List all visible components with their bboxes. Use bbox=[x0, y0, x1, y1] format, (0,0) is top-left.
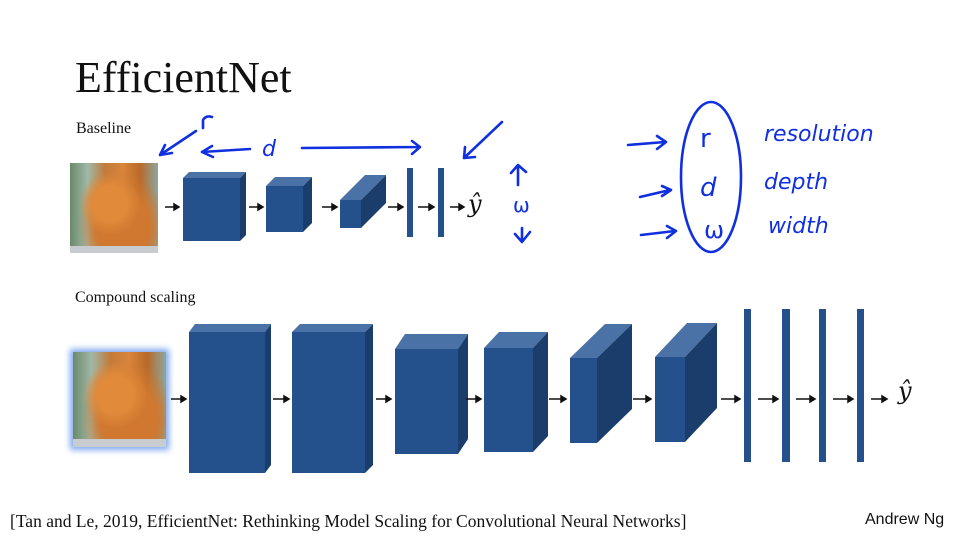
baseline-block-2-side bbox=[303, 177, 312, 232]
baseline-fc-1 bbox=[407, 168, 413, 237]
compound-block-5-side bbox=[597, 324, 632, 443]
slide-title: EfficientNet bbox=[75, 53, 292, 102]
compound-arrow-9-head bbox=[809, 394, 817, 404]
compound-arrow-6-head bbox=[645, 394, 653, 404]
compound-arrow-4-head bbox=[475, 394, 483, 404]
baseline-arrow-3-head bbox=[331, 202, 339, 212]
cat-image-compound bbox=[73, 352, 166, 447]
handwritten-annotations bbox=[158, 100, 743, 254]
compound-scaling-label: Compound scaling bbox=[75, 289, 196, 306]
compound-block-6-top bbox=[655, 323, 717, 357]
compound-fc-3 bbox=[819, 309, 826, 462]
baseline-block-2-top bbox=[266, 177, 312, 186]
compound-block-3-front bbox=[395, 349, 458, 454]
width-label: width bbox=[768, 214, 829, 239]
compound-block-2-side bbox=[365, 324, 373, 473]
arrow-to-input bbox=[158, 129, 198, 157]
citation: [Tan and Le, 2019, EfficientNet: Rethink… bbox=[10, 511, 687, 531]
arrow-r bbox=[626, 134, 668, 151]
baseline-block-3-side bbox=[361, 175, 386, 228]
compound-block-5-front bbox=[570, 358, 597, 443]
compound-fc-2 bbox=[782, 309, 790, 462]
compound-block-5-top bbox=[570, 324, 632, 358]
compound-block-3-top bbox=[395, 334, 468, 349]
width-arrow-down bbox=[513, 226, 532, 244]
compound-block-4-front bbox=[484, 348, 533, 452]
baseline-block-2-front bbox=[266, 186, 303, 232]
depth-arrow-right bbox=[300, 139, 422, 156]
d-symbol: d bbox=[700, 173, 717, 203]
handwritten-labels: d ω r d ω resolution depth width bbox=[262, 122, 874, 244]
arrow-d bbox=[638, 184, 673, 199]
baseline-arrow-5-head bbox=[428, 202, 436, 212]
baseline-block-1-top bbox=[183, 172, 246, 178]
resolution-label: resolution bbox=[764, 122, 874, 147]
compound-arrow-1-head bbox=[180, 394, 188, 404]
arrow-to-output bbox=[462, 120, 504, 160]
cat-image-baseline bbox=[70, 163, 158, 253]
compound-block-2-top bbox=[292, 324, 373, 332]
compound-arrow-10-head bbox=[847, 394, 855, 404]
depth-symbol: d bbox=[262, 137, 277, 162]
baseline-arrow-1-head bbox=[173, 202, 181, 212]
compound-arrow-11-head bbox=[881, 394, 889, 404]
parameter-ellipse bbox=[679, 100, 743, 254]
compound-block-2-front bbox=[292, 332, 365, 473]
compound-arrow-7-head bbox=[734, 394, 742, 404]
compound-arrow-8-head bbox=[772, 394, 780, 404]
baseline-arrow-2-head bbox=[257, 202, 265, 212]
r-symbol: r bbox=[700, 124, 711, 154]
depth-arrow-left bbox=[200, 144, 252, 159]
baseline-fc-2 bbox=[438, 168, 444, 237]
r-mark bbox=[201, 115, 214, 130]
baseline-block-3-front bbox=[340, 200, 361, 228]
compound-arrow-2-head bbox=[283, 394, 291, 404]
arrow-w bbox=[639, 224, 678, 240]
width-symbol: ω bbox=[513, 193, 530, 217]
author-name: Andrew Ng bbox=[865, 511, 945, 528]
baseline-arrow-4-head bbox=[397, 202, 405, 212]
compound-fc-4 bbox=[857, 309, 864, 462]
baseline-block-3-top bbox=[340, 175, 386, 200]
compound-block-3-side bbox=[458, 334, 468, 454]
w-symbol: ω bbox=[704, 216, 724, 244]
compound-block-1-top bbox=[189, 324, 271, 332]
baseline-block-1-front bbox=[183, 178, 240, 241]
compound-block-6-front bbox=[655, 357, 685, 442]
baseline-output-yhat: ŷ bbox=[468, 190, 482, 218]
compound-block-4-top bbox=[484, 332, 548, 348]
baseline-arrow-6-head bbox=[458, 202, 466, 212]
compound-block-1-side bbox=[265, 324, 271, 473]
compound-arrow-5-head bbox=[560, 394, 568, 404]
compound-block-1-front bbox=[189, 332, 265, 473]
compound-fc-1 bbox=[744, 309, 751, 462]
depth-label: depth bbox=[764, 170, 828, 195]
width-arrow-up bbox=[509, 163, 528, 187]
baseline-label: Baseline bbox=[76, 120, 132, 137]
compound-output-yhat: ŷ bbox=[898, 377, 912, 405]
compound-block-6-side bbox=[685, 323, 717, 442]
baseline-block-1-side bbox=[240, 172, 246, 241]
compound-arrow-3-head bbox=[385, 394, 393, 404]
compound-block-4-side bbox=[533, 332, 548, 452]
